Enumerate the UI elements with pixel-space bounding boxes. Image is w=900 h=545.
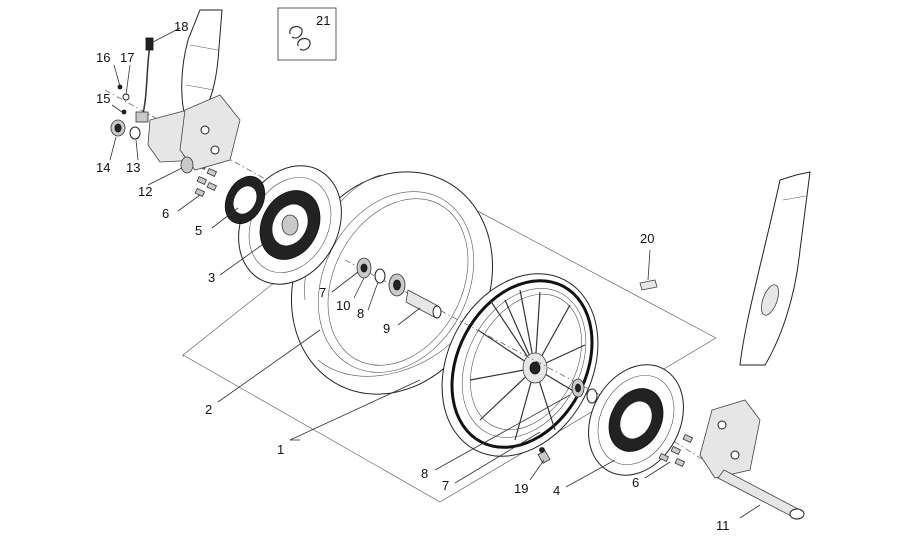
left-axle-clamp-parts [110,84,194,174]
label-ref-8: 8 [357,306,364,321]
label-ref-5: 5 [195,223,202,238]
label-ref-8: 8 [421,466,428,481]
left-caliper [179,94,241,171]
right-brake-disc [588,364,684,476]
label-ref-6: 6 [632,475,639,490]
label-ref-21: 21 [316,13,330,28]
wheel-rim [441,273,599,457]
right-bearing-stack [571,378,598,404]
label-ref-14: 14 [96,160,110,175]
balance-weight [639,279,658,291]
left-brake-disc [238,165,342,285]
abs-tone-ring [224,175,266,225]
label-ref-3: 3 [208,270,215,285]
label-ref-12: 12 [138,184,152,199]
abs-speed-sensor [135,37,154,123]
right-disc-bolts [658,433,694,467]
label-ref-2: 2 [205,402,212,417]
leader-lines [109,27,761,519]
label-ref-4: 4 [553,483,560,498]
label-ref-13: 13 [126,160,140,175]
label-ref-16: 16 [96,50,110,65]
right-fork-leg [699,171,811,479]
tyre-valve [537,447,551,464]
label-ref-7: 7 [442,478,449,493]
label-ref-19: 19 [514,481,528,496]
label-ref-17: 17 [120,50,134,65]
label-ref-20: 20 [640,231,654,246]
label-ref-7: 7 [319,285,326,300]
label-ref-9: 9 [383,321,390,336]
label-ref-1: 1 [277,442,284,457]
left-bearing-stack [356,257,406,297]
label-ref-15: 15 [96,91,110,106]
clip-kit-box [277,7,337,61]
label-ref-11: 11 [716,518,730,533]
label-ref-6: 6 [162,206,169,221]
front-axle [717,469,805,520]
wheel-spacer [405,289,442,319]
label-ref-10: 10 [336,298,350,313]
label-ref-18: 18 [174,19,188,34]
